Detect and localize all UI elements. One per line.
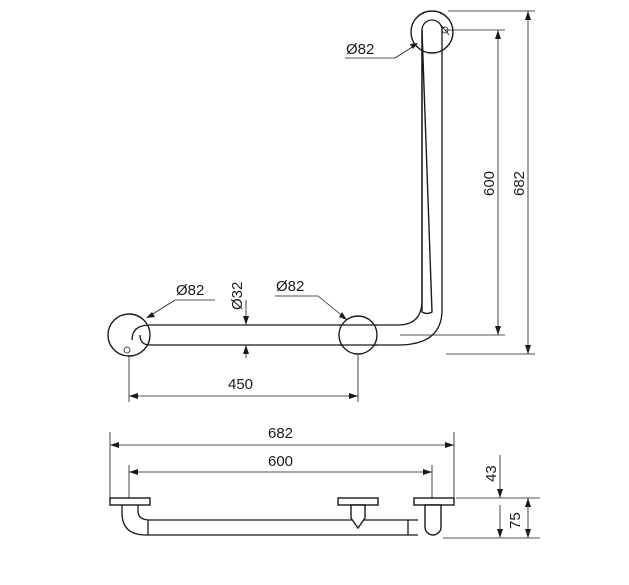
dimension-600-horizontal-label: 600 [268, 453, 293, 470]
side-right-post [424, 504, 442, 536]
top-flange-label: Ø82 [346, 41, 374, 58]
dimension-682-vertical-label: 682 [511, 171, 528, 196]
dimension-600-vertical: 600 [400, 29, 505, 336]
tube-diameter-label: Ø32 [229, 282, 246, 310]
dimension-43-label: 43 [483, 465, 500, 482]
side-flange-middle [337, 497, 379, 506]
vertical-tube [421, 19, 443, 315]
middle-flange [338, 315, 378, 355]
side-middle-post [350, 504, 366, 530]
dimension-75: 75 [443, 498, 540, 539]
side-view: 682 600 43 [109, 425, 540, 539]
top-flange [410, 10, 454, 54]
left-flange-label: Ø82 [176, 282, 204, 299]
top-view: Ø82 Ø82 Ø82 Ø32 450 [107, 10, 535, 402]
dimension-682-horizontal-label: 682 [268, 425, 293, 442]
dimension-600-horizontal: 600 [128, 453, 433, 498]
tube-diameter-dimension: Ø32 [229, 282, 249, 358]
side-tube [121, 505, 418, 536]
elbow-bend [397, 299, 443, 346]
dimension-43: 43 [456, 455, 540, 499]
dimension-682-vertical: 682 [446, 10, 535, 355]
middle-flange-label: Ø82 [276, 278, 304, 295]
dimension-600-vertical-label: 600 [481, 171, 498, 196]
side-flange-right [413, 497, 455, 506]
dimension-450: 450 [128, 354, 359, 402]
dimension-450-label: 450 [228, 376, 253, 393]
dimension-682-horizontal: 682 [109, 425, 455, 500]
dimension-75-label: 75 [507, 512, 524, 529]
left-flange [107, 313, 151, 357]
side-flange-left [109, 497, 151, 506]
